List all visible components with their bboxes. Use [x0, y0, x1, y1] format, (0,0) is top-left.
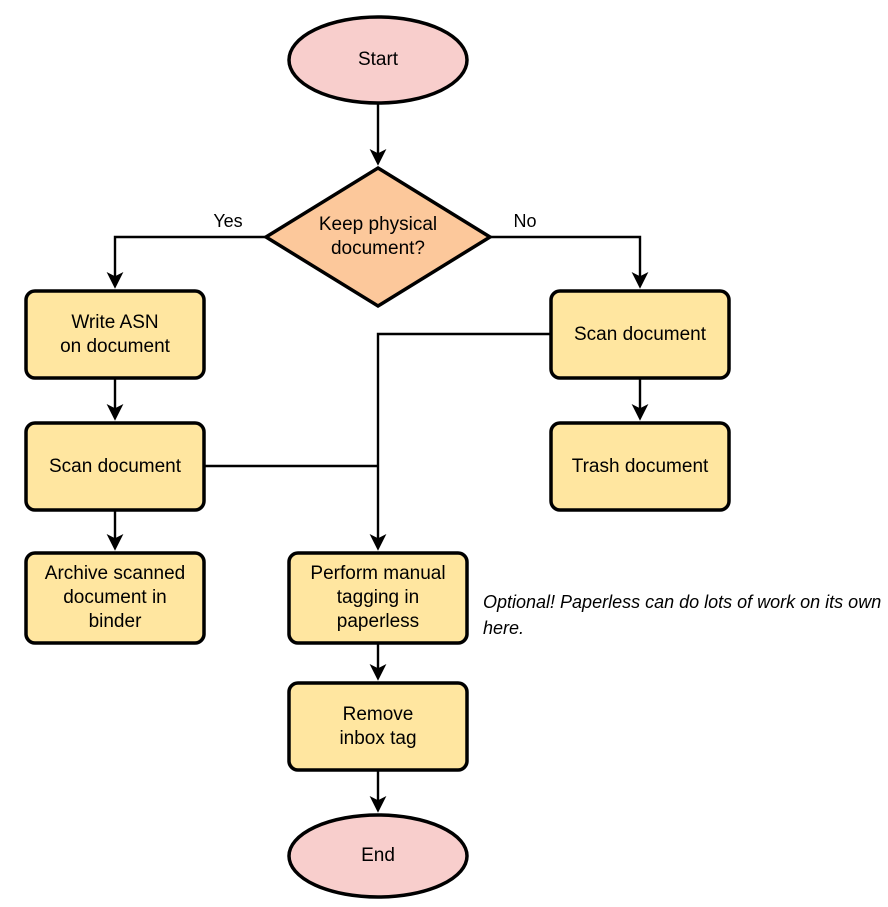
- node-perform-manual-tagging: [287, 551, 469, 645]
- node-remove-inbox-tag: [287, 681, 469, 772]
- node-scan-document-left: [24, 421, 206, 512]
- edge-decision-yes-to-write-asn: [106, 235, 265, 289]
- node-start: [287, 15, 469, 105]
- node-write-asn-on-document: [24, 289, 206, 380]
- node-archive-scanned-document: [24, 551, 206, 645]
- edge-decision-no-to-scan-right: [490, 235, 649, 289]
- node-trash-document: [549, 421, 731, 512]
- node-keep-physical-document-decision: [262, 165, 494, 309]
- node-scan-document-right: [549, 289, 731, 380]
- node-end: [287, 813, 469, 899]
- edge-scan-right-to-tagging: [369, 332, 551, 551]
